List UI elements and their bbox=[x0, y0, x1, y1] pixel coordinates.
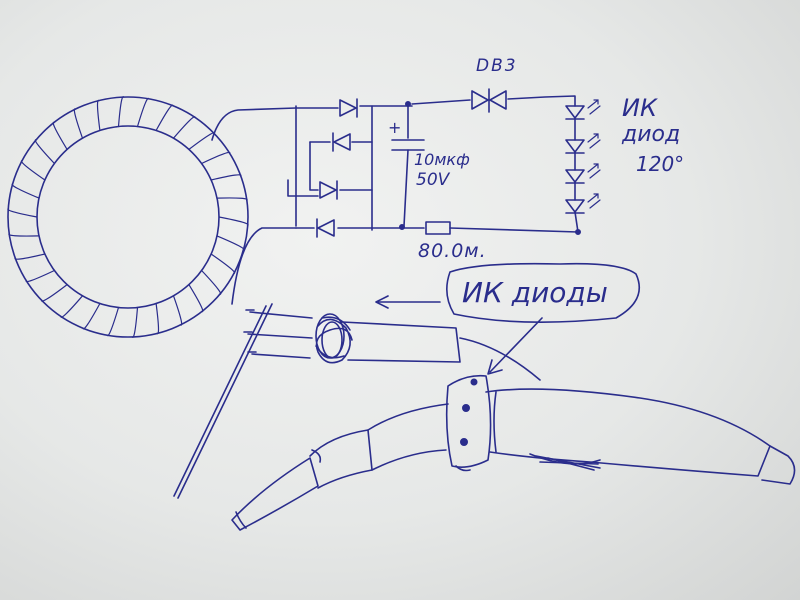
coil-lead-top bbox=[211, 107, 297, 141]
toroid-winding-turn bbox=[52, 121, 68, 150]
diode-bridge bbox=[287, 98, 413, 238]
toroid-winding-turn bbox=[172, 295, 183, 326]
toroid-winding-turn bbox=[131, 306, 139, 338]
toroid-winding-turn bbox=[218, 216, 249, 226]
bridge-inner-wire-5 bbox=[287, 179, 319, 197]
toroid-winding-turn bbox=[216, 235, 245, 251]
ir-diode-title-3: 120° bbox=[636, 152, 685, 176]
diac-db3 bbox=[471, 88, 507, 113]
ir-diode-title-1: ИК bbox=[622, 94, 657, 122]
module-winding-knot bbox=[315, 313, 353, 364]
toroid-winding-turn bbox=[7, 208, 38, 218]
torch-led-clamp bbox=[445, 374, 492, 468]
torch-nozzle bbox=[231, 457, 319, 531]
toroid-outer bbox=[7, 96, 249, 338]
welding-torch bbox=[231, 374, 796, 531]
ir-led-chain bbox=[565, 99, 601, 235]
ir-led-1 bbox=[565, 99, 601, 120]
bottom-wire-right bbox=[449, 227, 579, 233]
wire-to-diac bbox=[411, 99, 471, 105]
diac-label: DB3 bbox=[476, 56, 518, 76]
torch-grip bbox=[485, 388, 771, 477]
coil-lead-bottom bbox=[231, 227, 297, 305]
cap-bottom-lead bbox=[403, 149, 409, 227]
toroid-winding-turn bbox=[136, 97, 150, 128]
toroid-winding-turn bbox=[14, 253, 46, 260]
clamp-led-1 bbox=[470, 378, 478, 386]
toroid-winding-turn bbox=[201, 269, 222, 295]
toroid-winding-turn bbox=[210, 174, 242, 181]
toroid-winding-turn bbox=[117, 96, 125, 128]
toroid-winding-turn bbox=[8, 233, 40, 237]
callout-bubble bbox=[446, 262, 641, 323]
module-rod-edge bbox=[173, 305, 267, 497]
callout-arrow-down bbox=[489, 317, 543, 373]
resistor-value-label: 80.0м. bbox=[418, 240, 487, 262]
ir-diode-title-2: диод bbox=[622, 122, 681, 147]
grip-front-ridge bbox=[493, 391, 497, 453]
module-lead-3 bbox=[251, 353, 311, 359]
module-rod bbox=[177, 303, 273, 499]
capacitor-voltage-label: 50V bbox=[416, 170, 450, 190]
bridge-inner-wire-3 bbox=[309, 141, 319, 191]
module-body bbox=[341, 321, 461, 363]
toroid-winding-turn bbox=[210, 253, 236, 274]
capacitor-value-label: 10мкф bbox=[414, 150, 470, 169]
toroid-winding-turn bbox=[60, 295, 84, 318]
bridge-diode-3 bbox=[319, 180, 338, 200]
clamp-screw-2 bbox=[460, 438, 468, 446]
toroid-winding-turn bbox=[96, 99, 101, 132]
toroid-winding-turn bbox=[188, 284, 204, 313]
toroid-winding-turn bbox=[188, 132, 215, 150]
ir-led-3 bbox=[565, 163, 601, 184]
toroid-winding-turn bbox=[34, 139, 55, 165]
bridge-diode-4 bbox=[316, 218, 335, 238]
torch-cable-end bbox=[761, 445, 796, 485]
callout-arrowhead-left bbox=[375, 295, 389, 309]
clamp-screw-1 bbox=[462, 404, 470, 412]
callout-label: ИК диоды bbox=[462, 276, 608, 309]
coil-module bbox=[173, 303, 541, 499]
toroid-winding-turn bbox=[106, 306, 120, 337]
torch-tip bbox=[235, 511, 247, 529]
toroid-windings bbox=[7, 96, 249, 338]
toroid-winding-turn bbox=[216, 197, 248, 201]
toroid-winding-turn bbox=[201, 151, 231, 165]
bridge-diode-1 bbox=[339, 98, 358, 118]
toroid-coil bbox=[7, 96, 249, 338]
module-lead-2 bbox=[247, 333, 313, 339]
toroid-winding-turn bbox=[73, 108, 84, 139]
ir-led-4 bbox=[565, 193, 601, 214]
torch-neck-ring bbox=[311, 449, 322, 463]
bridge-diode-2 bbox=[332, 132, 351, 152]
toroid-winding-turn bbox=[82, 302, 101, 330]
ir-led-2 bbox=[565, 133, 601, 154]
capacitor-plus-sign: + bbox=[388, 118, 402, 137]
clamp-bottom-bump bbox=[455, 465, 471, 472]
toroid-winding-turn bbox=[155, 302, 160, 335]
capacitor bbox=[391, 101, 425, 230]
module-wire-to-torch bbox=[459, 337, 541, 381]
toroid-winding-turn bbox=[20, 160, 46, 181]
callout-arrowhead-down bbox=[487, 359, 503, 375]
toroid-winding-turn bbox=[41, 284, 68, 302]
toroid-winding-turn bbox=[172, 116, 196, 139]
wire-diac-to-leds bbox=[507, 95, 576, 107]
junction-dot-top bbox=[405, 101, 411, 107]
toroid-winding-turn bbox=[25, 269, 55, 283]
torch-neck-bottom bbox=[371, 449, 447, 471]
toroid-winding-turn bbox=[11, 183, 40, 199]
torch-neck-base bbox=[309, 429, 373, 489]
led-chain-wires bbox=[574, 117, 579, 233]
module-lead-1 bbox=[249, 311, 313, 319]
toroid-inner bbox=[36, 125, 220, 309]
resistor bbox=[425, 221, 451, 235]
grip-hatching bbox=[535, 455, 601, 471]
torch-neck-top bbox=[367, 403, 449, 431]
toroid-winding-turn bbox=[155, 104, 174, 132]
